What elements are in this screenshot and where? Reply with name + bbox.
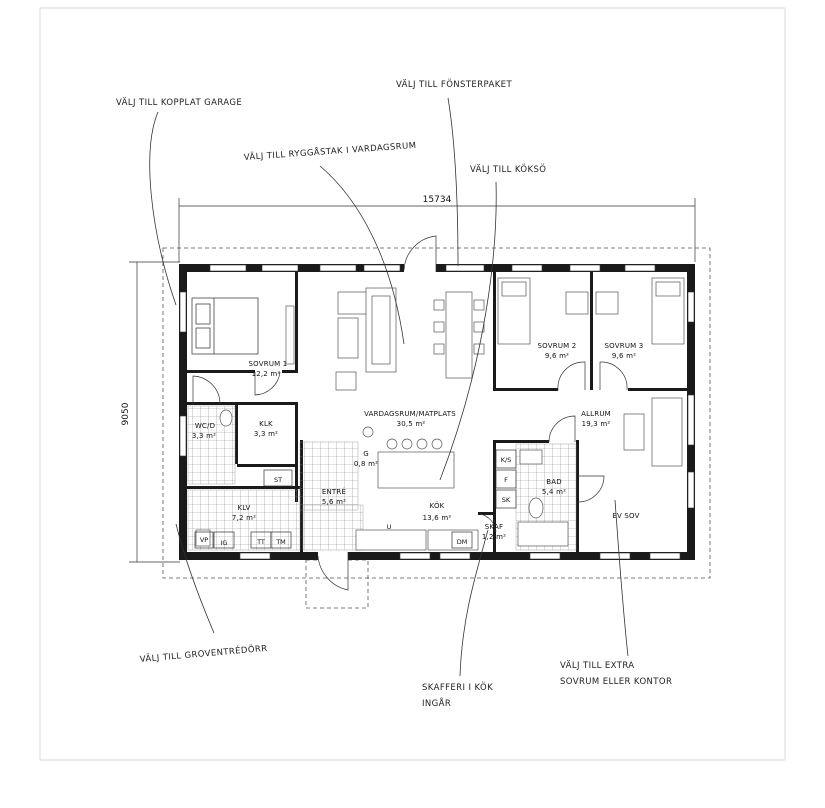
dimension-height: 9050 xyxy=(121,261,180,563)
label-u: U xyxy=(387,523,392,531)
label-klk-name: KLK xyxy=(259,420,273,428)
dimension-height-label: 9050 xyxy=(121,402,131,425)
annotation-extra-1: VÄLJ TILL EXTRA xyxy=(560,660,635,671)
dining-table xyxy=(433,291,485,379)
label-sovrum3-area: 9,6 m² xyxy=(612,352,636,360)
bed-sovrum-1 xyxy=(191,297,259,355)
annotation-extra-2: SOVRUM ELLER KONTOR xyxy=(560,677,672,687)
dimension-width: 15734 xyxy=(178,195,696,262)
label-kok-area: 13,6 m² xyxy=(423,514,452,522)
label-sovrum1-area: 12,2 m² xyxy=(252,370,281,378)
annotation-skafferi-1: SKAFFERI I KÖK xyxy=(422,682,493,693)
sofa-allrum xyxy=(623,397,683,467)
label-sovrum1-name: SOVRUM 1 xyxy=(249,360,288,368)
annotation-ryggas: VÄLJ TILL RYGGÅSTAK I VARDAGSRUM xyxy=(243,139,416,163)
label-kok-name: KÖK xyxy=(430,501,445,510)
kitchen-island xyxy=(362,426,455,489)
label-skaf-area: 1,2 m² xyxy=(482,533,506,541)
label-entre-name: ENTRÉ xyxy=(322,487,346,496)
label-wcd-area: 3,3 m² xyxy=(192,432,216,440)
patio-door-swing xyxy=(403,235,437,272)
label-skaf-name: SKAF xyxy=(485,523,504,531)
bathroom-fixtures xyxy=(195,409,569,547)
annotation-leaders xyxy=(149,97,629,677)
kitchen-counter xyxy=(355,529,479,551)
fixture-boxes xyxy=(194,449,517,549)
annotation-garage: VÄLJ TILL KOPPLAT GARAGE xyxy=(116,97,242,108)
label-klv-name: KLV xyxy=(237,504,250,512)
label-f: F xyxy=(504,476,508,484)
windows xyxy=(179,264,695,560)
bed-sovrum-2 xyxy=(497,277,589,345)
sheet-frame xyxy=(39,7,786,761)
annotation-skafferi-2: INGÅR xyxy=(422,697,451,709)
dashed-entrance-step xyxy=(305,559,369,609)
annotation-groventre: VÄLJ TILL GROVENTRÉDÖRR xyxy=(139,642,268,665)
label-klv-area: 7,2 m² xyxy=(232,514,256,522)
annotation-kokso: VÄLJ TILL KÖKSÖ xyxy=(470,164,546,175)
label-entre-area: 5,6 m² xyxy=(322,498,346,506)
bed-sovrum-3 xyxy=(595,277,685,345)
label-ig: IG xyxy=(221,539,228,547)
label-allrum-name: ALLRUM xyxy=(581,410,611,418)
label-tm: TM xyxy=(275,538,286,546)
label-allrum-area: 19,3 m² xyxy=(582,420,611,428)
label-bad-name: BAD xyxy=(546,478,562,486)
dashed-boundary xyxy=(162,247,711,579)
sofa-group xyxy=(335,287,397,391)
dimension-width-label: 15734 xyxy=(423,195,452,205)
label-sk: SK xyxy=(502,496,511,504)
front-door-opening xyxy=(318,551,348,561)
label-st: ST xyxy=(274,476,282,484)
patio-door-opening xyxy=(404,263,436,273)
interior-doors xyxy=(192,361,628,533)
label-dm: DM xyxy=(457,538,468,546)
annotations: VÄLJ TILL KOPPLAT GARAGE VÄLJ TILL FÖNST… xyxy=(116,79,672,709)
room-labels: SOVRUM 1 12,2 m² VARDAGSRUM/MATPLATS 30,… xyxy=(192,342,644,541)
front-door-swing xyxy=(317,552,349,591)
label-vp: VP xyxy=(200,536,208,544)
label-klk-area: 3,3 m² xyxy=(254,430,278,438)
label-bad-area: 5,4 m² xyxy=(542,488,566,496)
label-vardagsrum-area: 30,5 m² xyxy=(397,420,426,428)
label-tt: TT xyxy=(256,538,265,546)
label-sovrum2-name: SOVRUM 2 xyxy=(538,342,577,350)
annotation-fonster: VÄLJ TILL FÖNSTERPAKET xyxy=(396,79,512,90)
fixture-labels: ST VP IG TT TM K/S F SK U DM xyxy=(200,456,511,547)
wardrobe xyxy=(285,305,295,365)
label-wcd-name: WC/D xyxy=(195,422,215,430)
label-vardagsrum-name: VARDAGSRUM/MATPLATS xyxy=(364,410,456,418)
label-sovrum2-area: 9,6 m² xyxy=(545,352,569,360)
label-ks: K/S xyxy=(501,456,512,464)
label-g-name: G xyxy=(363,450,369,458)
label-g-area: 0,8 m² xyxy=(354,460,378,468)
label-sovrum3-name: SOVRUM 3 xyxy=(605,342,644,350)
label-evsov-name: EV SOV xyxy=(612,512,639,520)
